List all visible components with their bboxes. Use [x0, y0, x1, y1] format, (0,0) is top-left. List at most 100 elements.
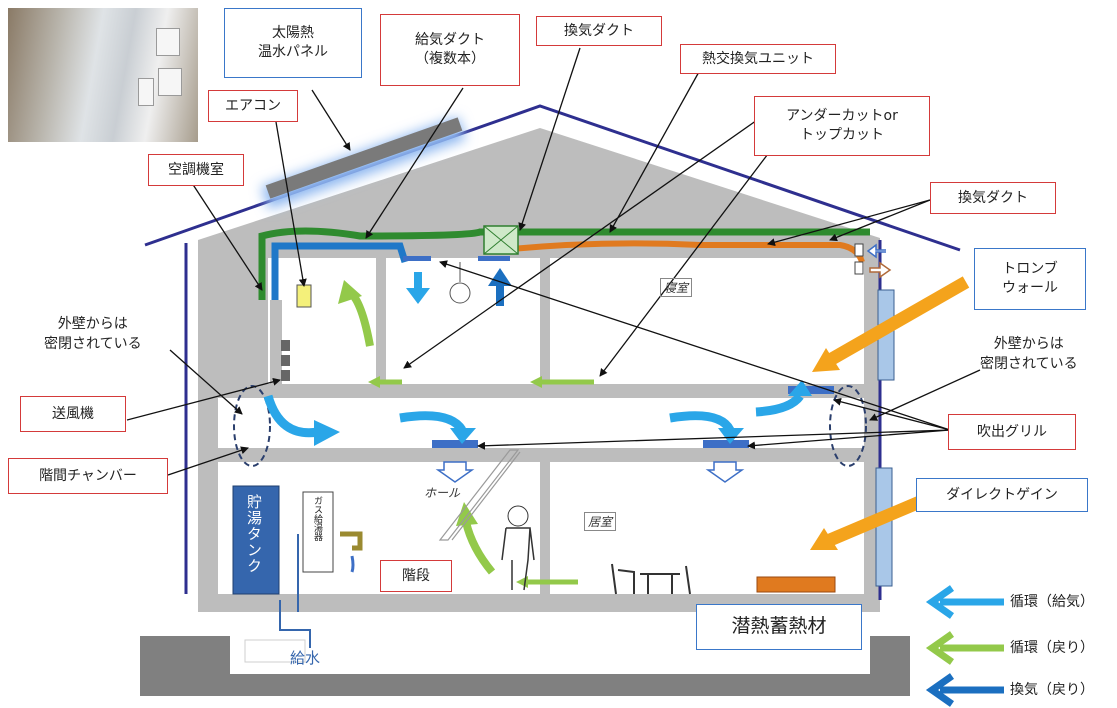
- label-undercut-line1: アンダーカットor: [786, 108, 898, 125]
- hot-water-tank: [232, 485, 280, 595]
- label-hrv-unit: 熱交換気ユニット: [680, 44, 836, 74]
- label-vent-duct-right: 換気ダクト: [930, 182, 1056, 214]
- lower-partition: [540, 462, 550, 594]
- label-trombe-wall-line1: トロンブ: [1002, 261, 1058, 278]
- floor-slab: [218, 448, 864, 462]
- chamber-left-oval: [233, 385, 271, 467]
- tank-label: 貯湯タンク: [245, 494, 263, 574]
- person-body: [501, 527, 535, 591]
- green-return-3-head: [530, 376, 542, 388]
- faucet-water: [350, 555, 355, 573]
- room-hall: ホール: [424, 486, 461, 500]
- vent-outlet-2: [854, 261, 864, 275]
- hrv-diag-2: [483, 225, 519, 255]
- label-solar-panel: 太陽熱 温水パネル: [224, 8, 362, 78]
- stairs: [438, 449, 521, 541]
- latent-storage-bar: [756, 576, 836, 593]
- pendant-light: [449, 282, 471, 304]
- sun-arrow-upper: [826, 276, 970, 366]
- aircon-unit: [296, 284, 312, 308]
- grille-living: [703, 440, 749, 448]
- blue-flow-1-head: [314, 420, 340, 446]
- legend-arrows: [925, 585, 1004, 707]
- label-hvac-room: 空調機室: [148, 154, 244, 186]
- living-outlet-arrow: [705, 461, 745, 483]
- leader-lines: [126, 47, 981, 476]
- partition-1: [376, 258, 386, 398]
- faucet: [340, 531, 363, 551]
- vent-outlet-1: [854, 243, 864, 257]
- label-latent-storage: 潜熱蓄熱材: [696, 604, 862, 650]
- water-pipes: [279, 534, 311, 648]
- blue-down-1-head: [406, 288, 430, 304]
- photo-window-3: [138, 78, 154, 106]
- photo-window-2: [158, 68, 182, 96]
- direct-gain-window: [875, 467, 893, 587]
- vent-exhaust-arrow: [869, 261, 892, 279]
- photo-window-1: [156, 28, 180, 56]
- blower-3: [281, 370, 290, 381]
- hall-outlet-arrow: [435, 461, 475, 483]
- sun-arrow-lower-head: [810, 528, 838, 550]
- blower-1: [281, 340, 290, 351]
- label-outlet-grille: 吹出グリル: [948, 414, 1076, 450]
- gas-heater-label: ガス給湯器: [312, 496, 322, 541]
- label-undercut: アンダーカットor トップカット: [754, 96, 930, 156]
- grille-bedroom: [788, 386, 834, 394]
- chamber-right-oval: [829, 385, 867, 467]
- legend-vent-return: 換気（戻り）: [1010, 682, 1094, 698]
- blue-flow-3: [669, 411, 735, 433]
- blue-flow-4-head: [788, 380, 812, 396]
- solar-panel: [265, 117, 463, 199]
- blue-supply-duct: [271, 242, 409, 300]
- label-vent-duct-top: 換気ダクト: [536, 16, 662, 46]
- label-supply-duct-line1: 給気ダクト: [415, 32, 485, 49]
- room-bedroom: 寝室: [660, 278, 693, 297]
- blue-flow-3-head: [718, 428, 744, 444]
- room-living: 居室: [584, 512, 617, 531]
- label-sealed-right-line1: 外壁からは: [993, 336, 1064, 352]
- label-sealed-left-line2: 密閉されている: [44, 336, 142, 353]
- label-solar-panel-line1: 太陽熱: [272, 25, 314, 42]
- blue-flow-4: [755, 393, 804, 417]
- crawl-box: [244, 639, 306, 663]
- label-direct-gain: ダイレクトゲイン: [916, 478, 1088, 512]
- legend-supply: 循環（給気）: [1010, 594, 1094, 610]
- legend-return: 循環（戻り）: [1010, 640, 1094, 656]
- blue-flow-2-head: [450, 428, 476, 444]
- label-solar-panel-line2: 温水パネル: [258, 44, 328, 60]
- green-duct: [258, 227, 870, 300]
- gas-heater-box: [302, 491, 334, 573]
- label-sealed-right-line2: 密閉されている: [980, 356, 1078, 373]
- sun-arrow-upper-head: [812, 348, 840, 372]
- interior-photo: [8, 8, 198, 142]
- green-stairs-arrow-head: [456, 502, 478, 526]
- blue-flow-2: [399, 411, 466, 433]
- person-head: [507, 505, 529, 527]
- label-stairs: 階段: [380, 560, 452, 592]
- label-trombe-wall-line2: ウォール: [1002, 280, 1058, 296]
- label-supply-duct: 給気ダクト （複数本）: [380, 14, 520, 86]
- green-stairs-arrow: [462, 521, 496, 575]
- blower-2: [281, 355, 290, 366]
- partition-2: [540, 258, 550, 398]
- vent-intake-arrow: [866, 243, 886, 259]
- blue-flow-1: [263, 394, 319, 438]
- label-trombe-wall: トロンブ ウォール: [974, 248, 1086, 310]
- green-return-2-head: [368, 376, 380, 388]
- label-aircon: エアコン: [208, 90, 298, 122]
- label-supply-duct-line2: （複数本）: [415, 51, 485, 67]
- label-chamber: 階間チャンバー: [8, 458, 168, 494]
- grille-ceiling: [403, 256, 431, 261]
- furniture: [611, 563, 691, 595]
- hvac-room-inner-wall: [270, 300, 282, 398]
- green-return-1-head: [338, 280, 362, 304]
- label-undercut-line2: トップカット: [800, 127, 884, 143]
- water-supply-label: 給水: [290, 649, 321, 667]
- label-sealed-right: 外壁からは 密閉されている: [980, 334, 1078, 375]
- label-sealed-left: 外壁からは 密閉されている: [44, 314, 142, 355]
- label-sealed-left-line1: 外壁からは: [57, 316, 128, 332]
- label-blower: 送風機: [20, 396, 126, 432]
- grille-hall: [432, 440, 478, 448]
